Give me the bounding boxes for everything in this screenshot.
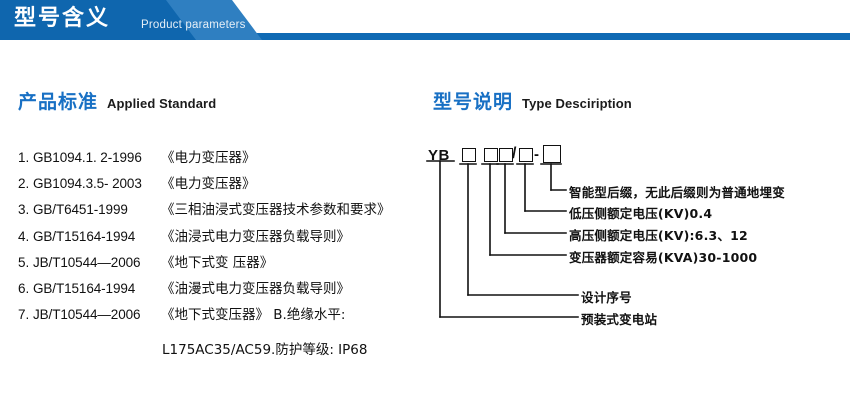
type-code-box-3: [499, 148, 513, 162]
type-code-box-4: [519, 148, 533, 162]
header-title-cn: 型号含义: [14, 6, 111, 31]
list-item: 3. GB/T6451-1999 《三相油浸式变压器技术参数和要求》: [18, 198, 438, 224]
list-item-name: 《油漫式电力变压器负载导则》: [161, 280, 350, 297]
list-item: 2. GB1094.3.5- 2003 《电力变压器》: [18, 172, 438, 198]
list-item-number: 6.: [18, 280, 30, 296]
list-item-number: 1.: [18, 150, 30, 165]
list-item: 5. JB/T10544—2006 《地下式变 压器》: [18, 251, 438, 277]
section-title-cn: 型号说明: [433, 91, 514, 113]
list-item: 4. GB/T15164-1994 《油浸式电力变压器负载导则》: [18, 225, 438, 251]
type-code-prefix: YB: [428, 147, 450, 164]
list-item-code: GB1094.1. 2-1996: [33, 150, 142, 165]
type-code-box-2: [484, 148, 498, 162]
standards-continuation-line: L175AC35/AC59.防护等级: IP68: [162, 338, 367, 358]
list-item: 7. JB/T10544—2006 《地下式变压器》 B.绝缘水平:: [18, 303, 438, 329]
section-title-cn: 产品标准: [18, 91, 99, 113]
standards-list: 1. GB1094.1. 2-1996 《电力变压器》 2. GB1094.3.…: [18, 146, 438, 329]
list-item-code: GB/T15164-1994: [33, 280, 136, 296]
type-code-box-5: [543, 145, 561, 163]
label-lv-rated-voltage: 低压侧额定电压(KV)0.4: [569, 206, 713, 221]
list-item-code: GB/T15164-1994: [33, 228, 136, 244]
section-title-type-description: 型号说明 Type Desciription: [433, 87, 632, 114]
list-item-number: 7.: [18, 307, 30, 323]
list-item-number: 2.: [18, 176, 30, 192]
list-item-name: 《电力变压器》: [161, 150, 256, 166]
list-item-name: 《三相油浸式变压器技术参数和要求》: [161, 202, 391, 219]
label-smart-suffix: 智能型后缀，无此后缀则为普通地埋变: [569, 185, 785, 200]
type-code-box-1: [462, 148, 476, 162]
label-prefab-substation: 预装式变电站: [581, 312, 658, 327]
standards-continuation-text: L175AC35/AC59.防护等级: IP68: [162, 342, 368, 358]
header-subtitle-en: Product parameters: [141, 19, 246, 31]
type-code-slash: /: [512, 145, 517, 162]
header-accent-bar: [0, 33, 850, 40]
label-rated-capacity: 变压器额定容易(KVA)30-1000: [569, 250, 758, 265]
list-item-code: GB/T6451-1999: [33, 202, 128, 218]
list-item-name: 《电力变压器》: [161, 176, 256, 193]
list-item-name: 《地下式变 压器》: [161, 254, 274, 271]
label-design-serial: 设计序号: [581, 290, 632, 305]
list-item-number: 5.: [18, 254, 30, 270]
section-title-en: Applied Standard: [107, 96, 217, 111]
page-header-banner: 型号含义 Product parameters: [0, 0, 850, 46]
type-code-diagram: YB / -: [418, 140, 850, 340]
list-item-name: 《油浸式电力变压器负载导则》: [161, 228, 350, 245]
leader-lines: [426, 160, 579, 318]
list-item: 6. GB/T15164-1994 《油漫式电力变压器负载导则》: [18, 277, 438, 303]
list-item-code: JB/T10544—2006: [33, 254, 141, 270]
list-item: 1. GB1094.1. 2-1996 《电力变压器》: [18, 146, 438, 172]
section-title-applied-standard: 产品标准 Applied Standard: [18, 87, 216, 114]
list-item-code: GB1094.3.5- 2003: [33, 176, 142, 192]
header-dark-shape: [0, 0, 196, 40]
list-item-number: 4.: [18, 228, 30, 244]
label-hv-rated-voltage: 高压侧额定电压(KV):6.3、12: [569, 228, 748, 243]
type-code-dash: -: [534, 146, 540, 163]
list-item-name: 《地下式变压器》 B.绝缘水平:: [161, 307, 346, 324]
list-item-code: JB/T10544—2006: [33, 307, 141, 323]
section-title-en: Type Desciription: [522, 96, 632, 111]
list-item-number: 3.: [18, 202, 30, 218]
